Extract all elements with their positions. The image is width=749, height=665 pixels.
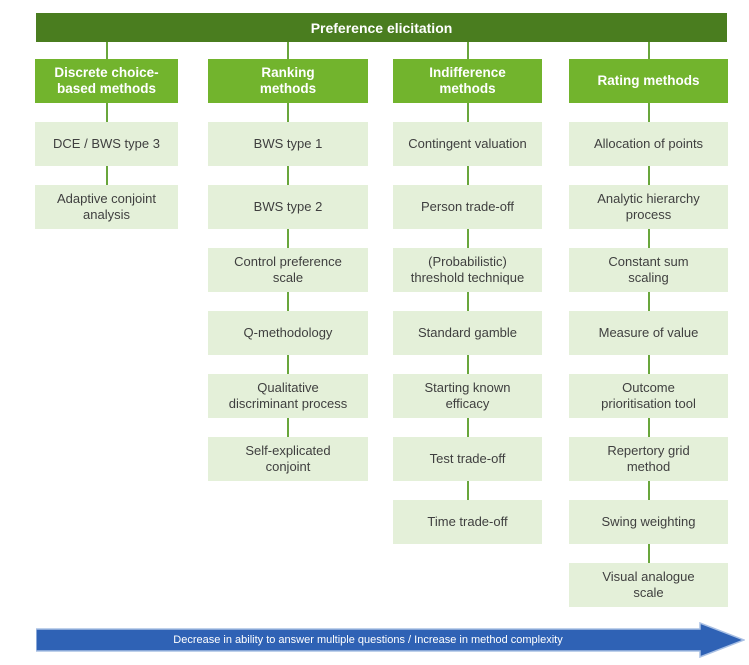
method-box-constant-sum-scaling: Constant sum scaling xyxy=(569,248,728,292)
method-box-bws-type-2: BWS type 2 xyxy=(208,185,368,229)
connector-line xyxy=(105,42,108,185)
connector-line xyxy=(647,42,650,563)
method-box-repertory-grid-method: Repertory grid method xyxy=(569,437,728,481)
diagram-title-bar: Preference elicitation xyxy=(36,13,727,42)
connector-line xyxy=(287,42,289,437)
diagram-title: Preference elicitation xyxy=(310,19,453,36)
method-box-contingent-valuation: Contingent valuation xyxy=(393,122,542,166)
complexity-arrow-label: Decrease in ability to answer multiple q… xyxy=(173,634,563,646)
complexity-arrow-icon xyxy=(36,622,745,658)
column-header-indifference: Indifference methods xyxy=(393,59,542,103)
method-box-swing-weighting: Swing weighting xyxy=(569,500,728,544)
column-header-rating: Rating methods xyxy=(569,59,728,103)
method-box-self-explicated-conjoint: Self-explicated conjoint xyxy=(208,437,368,481)
method-box-time-trade-off: Time trade-off xyxy=(393,500,542,544)
column-header-ranking: Ranking methods xyxy=(208,59,368,103)
method-box-control-preference-scale: Control preference scale xyxy=(208,248,368,292)
method-box-qualitative-discriminant-process: Qualitative discriminant process xyxy=(208,374,368,418)
method-box-allocation-of-points: Allocation of points xyxy=(569,122,728,166)
method-box-probabilistic-threshold-technique: (Probabilistic) threshold technique xyxy=(393,248,542,292)
column-header-discrete-choice: Discrete choice- based methods xyxy=(35,59,178,103)
column-rating: Rating methods Allocation of points Anal… xyxy=(569,42,728,607)
method-box-person-trade-off: Person trade-off xyxy=(393,185,542,229)
method-box-dce-bws-type-3: DCE / BWS type 3 xyxy=(35,122,178,166)
column-discrete-choice: Discrete choice- based methods DCE / BWS… xyxy=(35,42,178,229)
method-box-test-trade-off: Test trade-off xyxy=(393,437,542,481)
method-box-starting-known-efficacy: Starting known efficacy xyxy=(393,374,542,418)
method-box-adaptive-conjoint-analysis: Adaptive conjoint analysis xyxy=(35,185,178,229)
method-box-visual-analogue-scale: Visual analogue scale xyxy=(569,563,728,607)
method-box-measure-of-value: Measure of value xyxy=(569,311,728,355)
method-box-bws-type-1: BWS type 1 xyxy=(208,122,368,166)
method-box-q-methodology: Q-methodology xyxy=(208,311,368,355)
method-box-outcome-prioritisation-tool: Outcome prioritisation tool xyxy=(569,374,728,418)
method-box-standard-gamble: Standard gamble xyxy=(393,311,542,355)
column-indifference: Indifference methods Contingent valuatio… xyxy=(393,42,542,544)
column-ranking: Ranking methods BWS type 1 BWS type 2 Co… xyxy=(208,42,368,481)
method-box-analytic-hierarchy-process: Analytic hierarchy process xyxy=(569,185,728,229)
